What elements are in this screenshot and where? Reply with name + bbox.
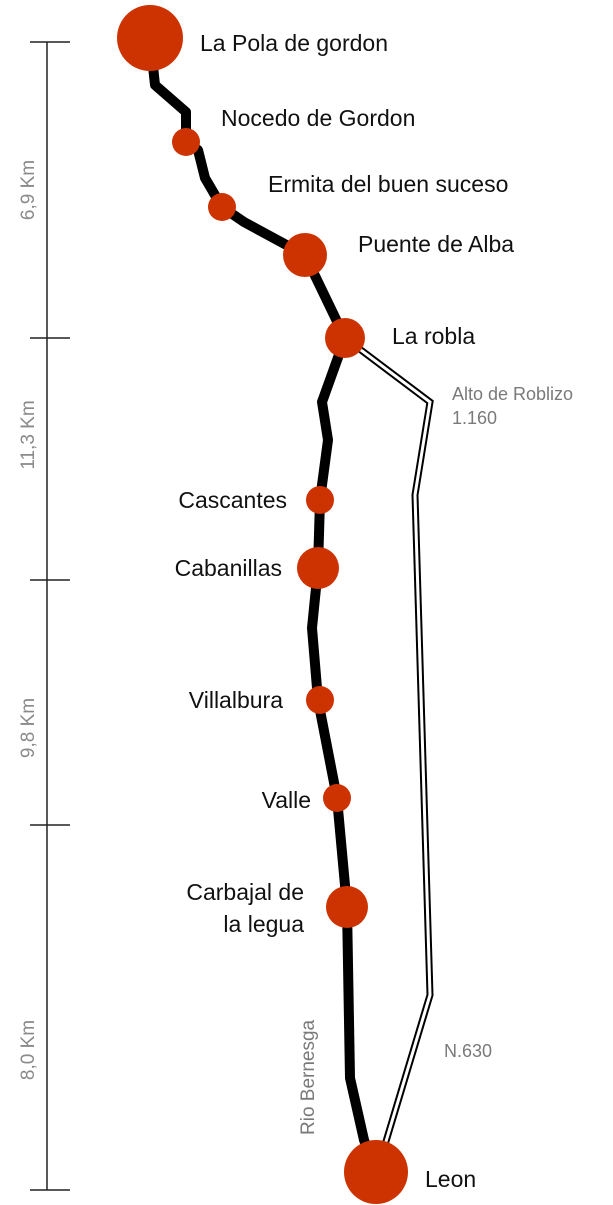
stop-label-line: La robla bbox=[392, 323, 475, 349]
stop-label-line: Nocedo de Gordon bbox=[221, 105, 415, 131]
stop-label-line: Valle bbox=[262, 787, 311, 813]
stop-label-line: La Pola de gordon bbox=[200, 30, 388, 56]
stop-label-nocedo-de-gordon: Nocedo de Gordon bbox=[221, 105, 415, 131]
stop-marker-cascantes bbox=[306, 486, 334, 514]
stop-label-line: Puente de Alba bbox=[358, 231, 514, 257]
stop-marker-valle bbox=[323, 784, 351, 812]
stop-label-carbajal-de-la-legua: Carbajal de la legua bbox=[186, 879, 304, 937]
stop-label-line: Cabanillas bbox=[175, 555, 282, 581]
stop-label-la-pola-de-gordon: La Pola de gordon bbox=[200, 30, 388, 56]
distance-label-segment-1: 6,9 Km bbox=[18, 160, 39, 220]
stop-label-puente-de-alba: Puente de Alba bbox=[358, 231, 514, 257]
distance-label-segment-4: 8,0 Km bbox=[18, 1020, 39, 1080]
stop-marker-cabanillas bbox=[297, 547, 339, 589]
stop-label-la-robla: La robla bbox=[392, 323, 475, 349]
stop-marker-ermita-del-buen-suceso bbox=[208, 193, 236, 221]
river-name-label: Rio Bernesga bbox=[298, 1019, 319, 1135]
stop-marker-la-robla bbox=[325, 318, 365, 358]
road-name-label: N.630 bbox=[444, 1041, 492, 1061]
stop-marker-carbajal-de-la-legua bbox=[326, 886, 368, 928]
road-outer-line bbox=[342, 335, 434, 1170]
distance-label-segment-2: 11,3 Km bbox=[18, 400, 39, 469]
stop-marker-la-pola-de-gordon bbox=[117, 5, 183, 71]
route-line bbox=[145, 33, 381, 1177]
stop-label-cascantes: Cascantes bbox=[178, 487, 287, 513]
stop-label-villalbura: Villalbura bbox=[189, 687, 283, 713]
stop-label-cabanillas: Cabanillas bbox=[175, 555, 282, 581]
stop-label-line: Cascantes bbox=[178, 487, 287, 513]
stop-marker-nocedo-de-gordon bbox=[172, 128, 200, 156]
stop-marker-villalbura bbox=[306, 686, 334, 714]
stop-label-leon: Leon bbox=[425, 1166, 476, 1192]
pass-name-label: Alto de Roblizo bbox=[452, 384, 573, 404]
stop-label-line: Carbajal de bbox=[186, 879, 304, 905]
stop-label-line: Leon bbox=[425, 1166, 476, 1192]
stop-label-line: Ermita del buen suceso bbox=[268, 171, 508, 197]
stop-marker-puente-de-alba bbox=[283, 233, 327, 277]
stop-label-ermita-del-buen-suceso: Ermita del buen suceso bbox=[268, 171, 508, 197]
stop-label-line: la legua bbox=[223, 911, 304, 937]
stop-label-line: Villalbura bbox=[189, 687, 283, 713]
road-n630 bbox=[342, 335, 434, 1170]
stop-label-valle: Valle bbox=[262, 787, 311, 813]
stop-marker-leon bbox=[344, 1140, 408, 1204]
road-inner-line bbox=[344, 336, 432, 1169]
pass-altitude-label: 1.160 bbox=[452, 408, 497, 428]
distance-scale: 6,9 Km 11,3 Km 9,8 Km 8,0 Km bbox=[18, 41, 70, 1191]
distance-label-segment-3: 9,8 Km bbox=[18, 698, 39, 758]
